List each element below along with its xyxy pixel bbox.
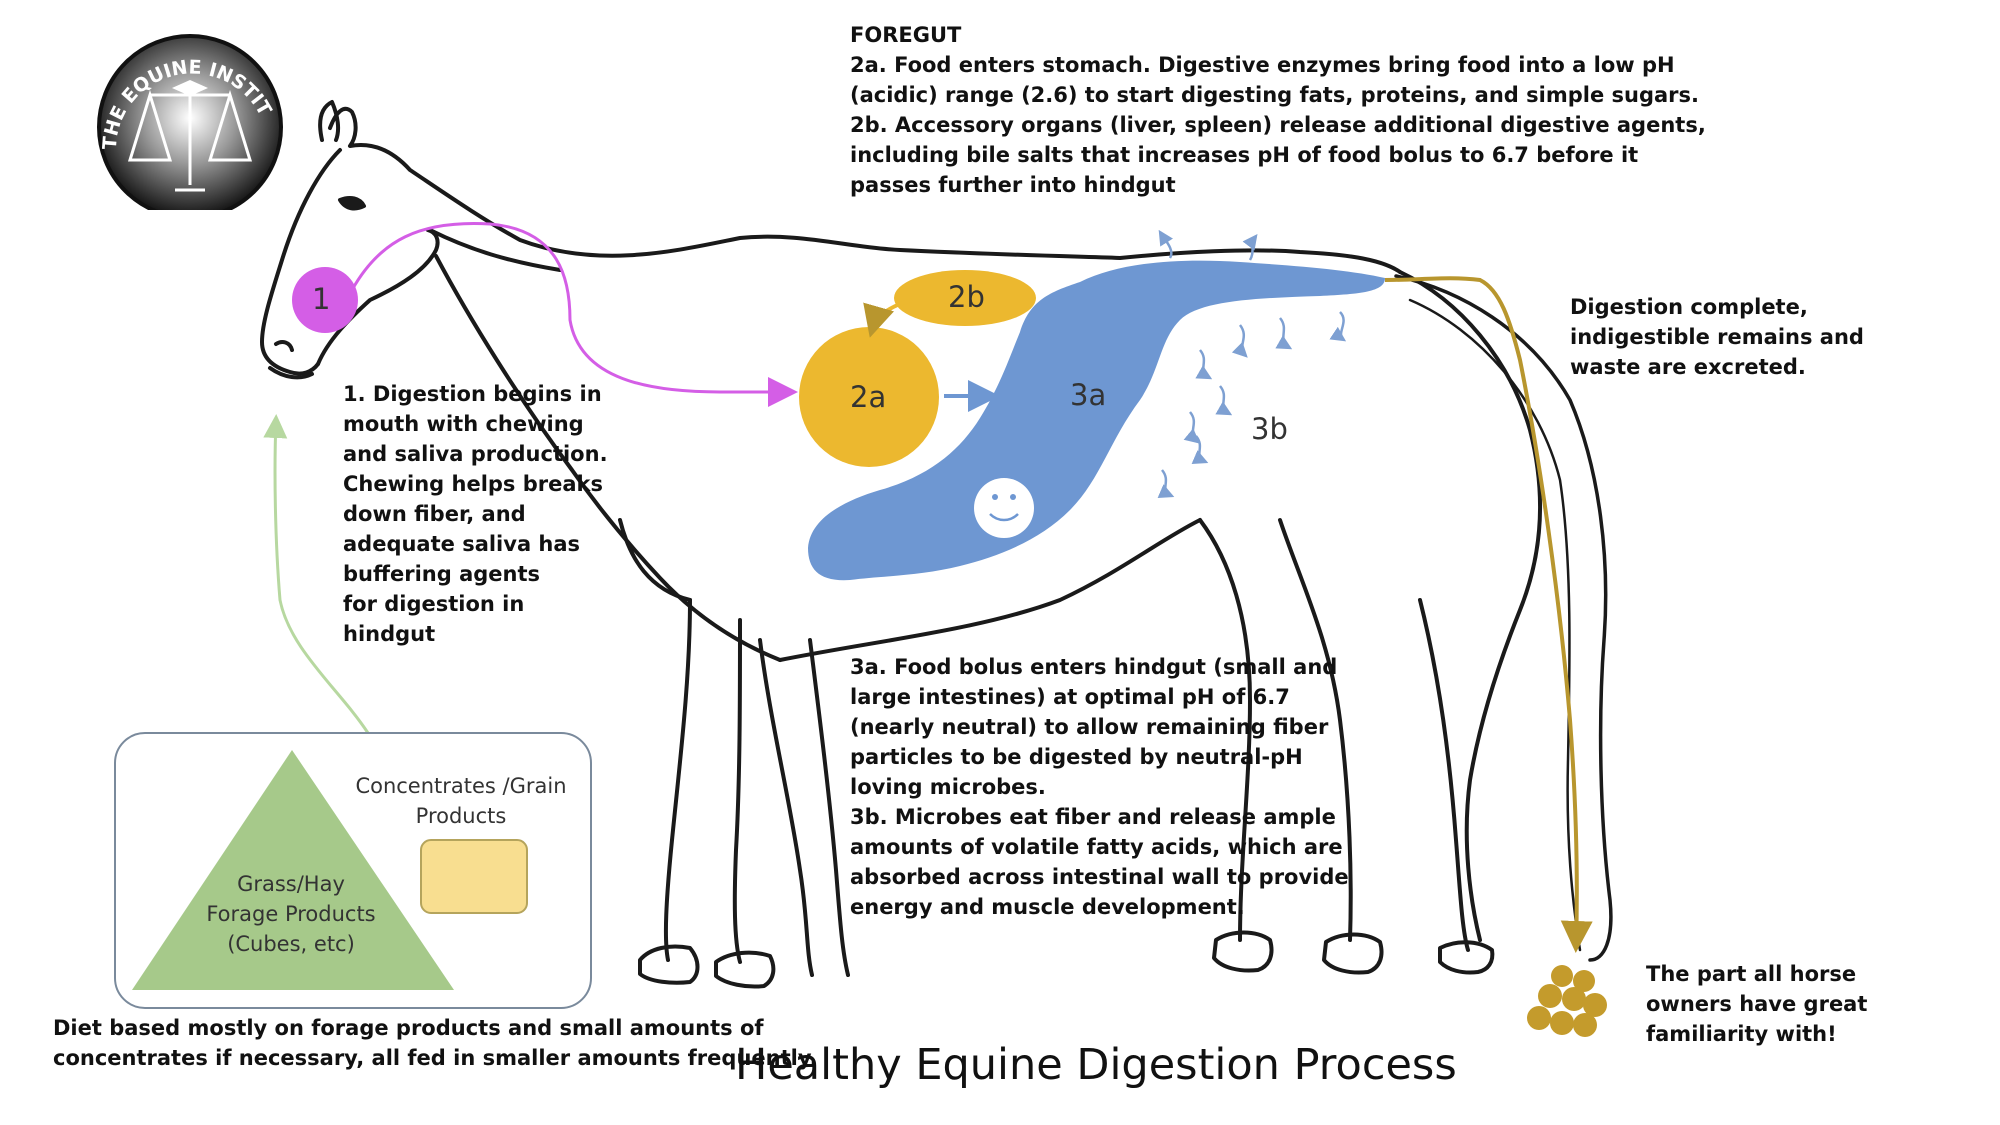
mouth-to-stomach-arrow <box>350 222 798 407</box>
concentrate-label: Concentrates /Grain Products <box>355 774 567 828</box>
mouth-marker-label: 1 <box>312 282 331 316</box>
feed-to-mouth-arrow <box>263 414 370 734</box>
stomach-circle <box>799 327 939 467</box>
foregut-2a-text: 2a. Food enters stomach. Digestive enzym… <box>850 53 1699 107</box>
stomach-label: 2a <box>850 380 887 414</box>
hindgut-3a-text: 3a. Food bolus enters hindgut (small and… <box>850 655 1338 799</box>
hindgut-shape <box>808 260 1385 581</box>
accessory-to-stomach-arrow <box>863 298 913 338</box>
mouth-description: 1. Digestion begins in mouth with chewin… <box>343 382 608 646</box>
manure-caption: The part all horse owners have great fam… <box>1646 962 1868 1046</box>
diet-caption: Diet based mostly on forage products and… <box>53 1016 818 1070</box>
forage-triangle <box>132 750 454 990</box>
foregut-2b-text: 2b. Accessory organs (liver, spleen) rel… <box>850 113 1706 197</box>
forage-label: Grass/Hay Forage Products (Cubes, etc) <box>206 872 376 956</box>
manure-pile-icon <box>1527 965 1607 1037</box>
absorption-arrows <box>1157 229 1347 498</box>
equine-institute-logo <box>97 34 283 220</box>
page-title: Healthy Equine Digestion Process <box>735 1040 1457 1090</box>
excretion-arrow <box>1384 276 1593 953</box>
digestion-complete-text: Digestion complete, indigestible remains… <box>1570 295 1864 379</box>
concentrate-box <box>420 839 528 914</box>
svg-text:THE EQUINE INSTITUTE: THE EQUINE INSTITUTE <box>0 0 276 150</box>
accessory-organs-label: 2b <box>948 280 985 314</box>
accessory-organs-ellipse <box>894 270 1036 326</box>
mouth-marker-circle <box>292 267 358 333</box>
smiley-icon <box>974 478 1034 538</box>
hindgut-label: 3a <box>1070 378 1107 412</box>
microbes-label: 3b <box>1251 412 1288 446</box>
foregut-heading: FOREGUT <box>850 23 962 47</box>
hindgut-3b-text: 3b. Microbes eat fiber and release ample… <box>850 805 1349 919</box>
